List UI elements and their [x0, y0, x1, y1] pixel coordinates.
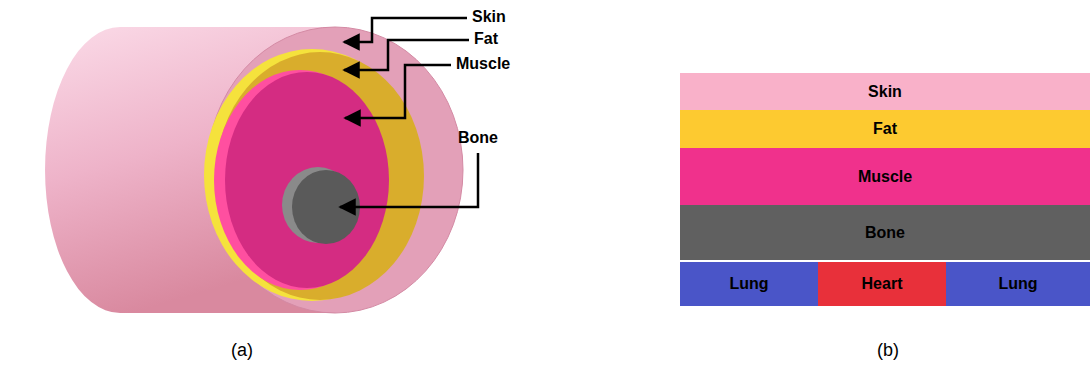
band-label: Skin — [868, 83, 902, 101]
band-label: Muscle — [858, 168, 912, 186]
lung-band: Lung — [680, 262, 818, 306]
panel-caption: (a) — [231, 340, 253, 361]
fat-band: Fat — [680, 110, 1090, 148]
callout-label: Muscle — [456, 55, 510, 73]
band-label: Lung — [998, 275, 1037, 293]
callout-label: Fat — [474, 30, 498, 48]
leader-line — [340, 153, 478, 207]
callout-label: Bone — [458, 129, 498, 147]
callout-label: Skin — [472, 8, 506, 26]
band-label: Fat — [873, 120, 897, 138]
leader-line — [344, 18, 467, 42]
band-label: Lung — [729, 275, 768, 293]
muscle-band: Muscle — [680, 148, 1090, 205]
lung-band: Lung — [946, 262, 1090, 306]
muscle-layer — [225, 72, 389, 288]
heart-band: Heart — [818, 262, 946, 306]
bone-band: Bone — [680, 205, 1090, 260]
band-label: Heart — [862, 275, 903, 293]
leader-line — [345, 65, 451, 118]
panel-caption: (b) — [877, 340, 899, 361]
band-label: Bone — [865, 224, 905, 242]
skin-band: Skin — [680, 73, 1090, 110]
